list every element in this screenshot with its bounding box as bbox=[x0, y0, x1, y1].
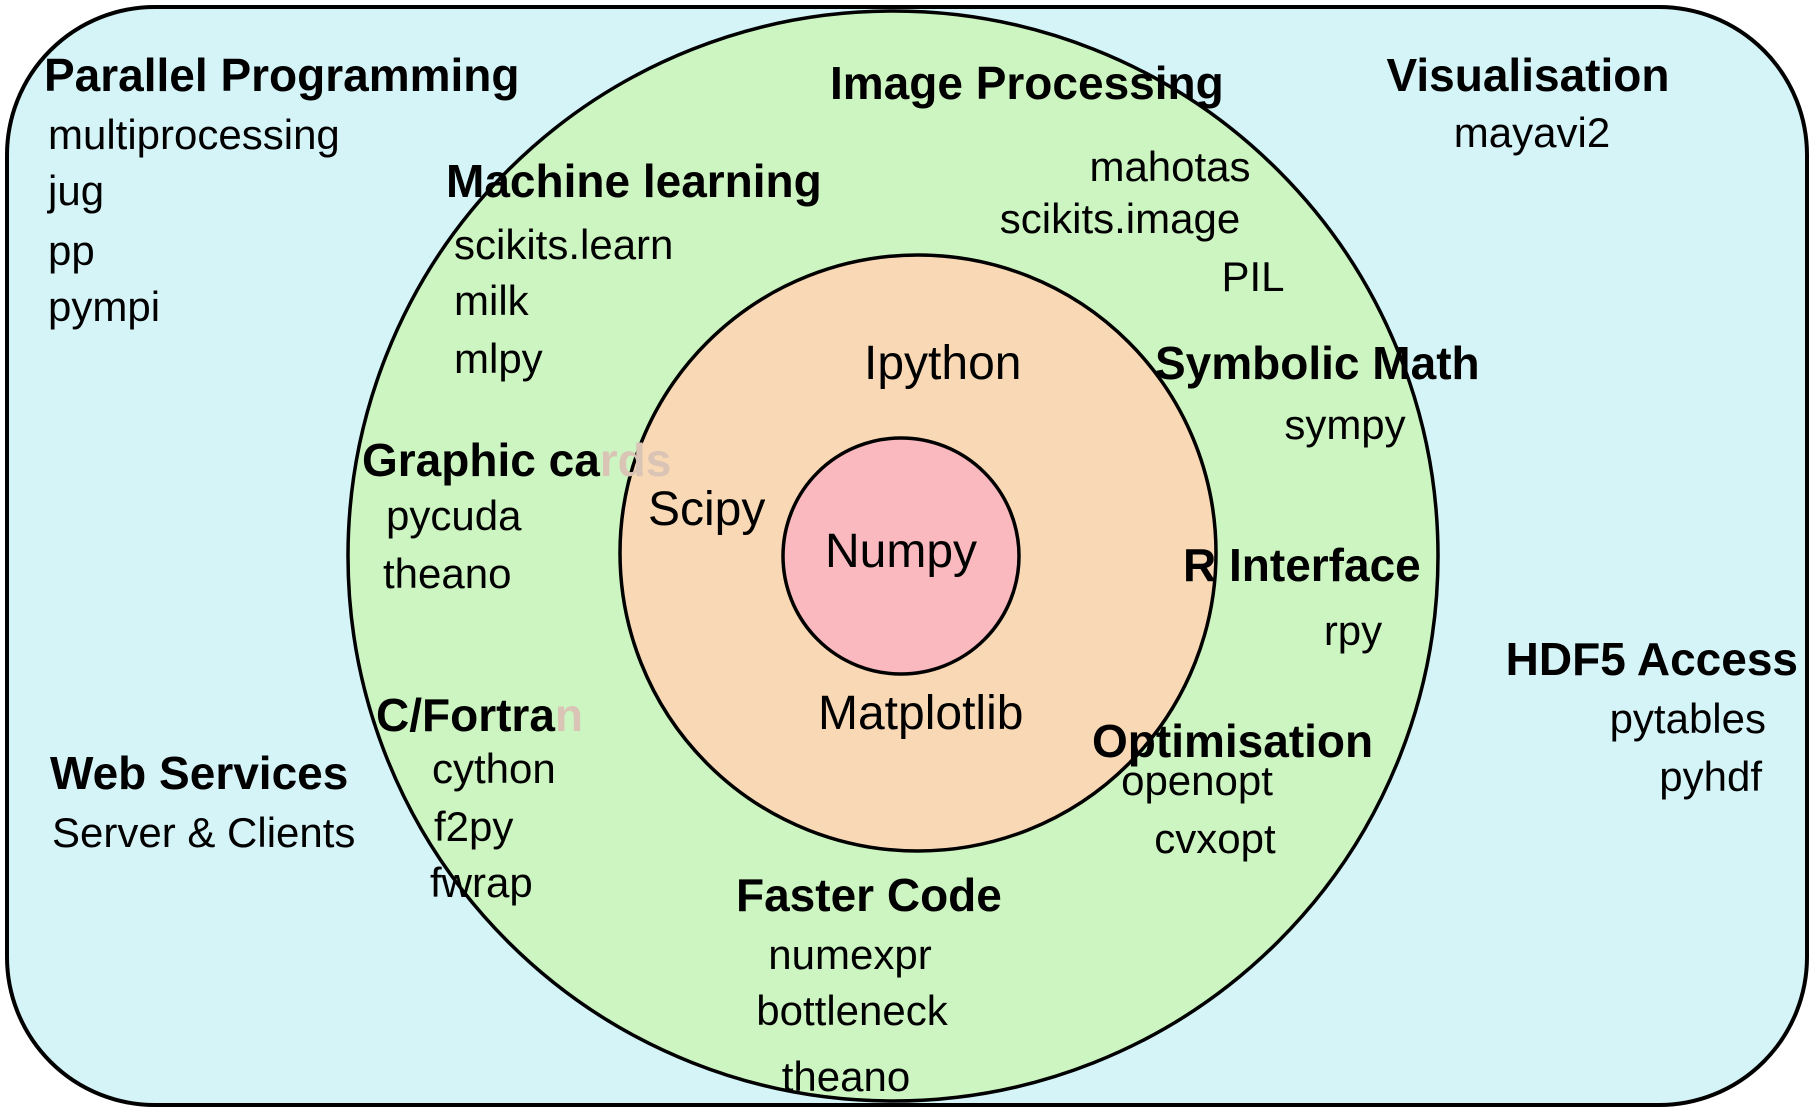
machine-learning-title: Machine learning bbox=[446, 155, 822, 207]
parallel-programming-item: pympi bbox=[48, 283, 161, 330]
machine-learning-item: mlpy bbox=[454, 335, 543, 382]
image-processing-item: PIL bbox=[1221, 253, 1285, 300]
visualisation-title: Visualisation bbox=[1386, 49, 1670, 101]
graphic-cards-title-main: Graphic ca bbox=[362, 434, 600, 486]
graphic-cards-item: pycuda bbox=[386, 492, 522, 539]
image-processing-item: scikits.image bbox=[999, 195, 1241, 242]
core-circle bbox=[781, 436, 1021, 676]
visualisation-item: mayavi2 bbox=[1453, 109, 1611, 156]
hdf5-access-item: pyhdf bbox=[1659, 753, 1762, 800]
image-processing-title: Image Processing bbox=[830, 57, 1224, 109]
web-services-title: Web Services bbox=[50, 747, 349, 799]
machine-learning-item: scikits.learn bbox=[454, 221, 674, 268]
parallel-programming-item: multiprocessing bbox=[48, 111, 340, 158]
r-interface-title: R Interface bbox=[1183, 539, 1421, 591]
hdf5-access-item: pytables bbox=[1609, 695, 1766, 742]
symbolic-math-title: Symbolic Math bbox=[1155, 337, 1480, 389]
graphic-cards-title: Graphic cards bbox=[362, 437, 671, 483]
web-services-item: Server & Clients bbox=[52, 809, 356, 856]
image-processing-item: mahotas bbox=[1089, 143, 1251, 190]
graphic-cards-item: theano bbox=[383, 550, 512, 597]
faster-code-item: bottleneck bbox=[756, 987, 948, 1034]
hdf5-access-title: HDF5 Access bbox=[1505, 633, 1798, 685]
matplotlib-label: Matplotlib bbox=[818, 687, 1024, 740]
faster-code-item: theano bbox=[781, 1053, 911, 1100]
parallel-programming-title: Parallel Programming bbox=[44, 49, 520, 101]
scipy-label: Scipy bbox=[648, 483, 766, 536]
r-interface-item: rpy bbox=[1323, 607, 1383, 654]
faster-code-title: Faster Code bbox=[736, 869, 1002, 921]
faster-code-item: numexpr bbox=[768, 931, 932, 978]
optimisation-item: openopt bbox=[1121, 757, 1273, 804]
optimisation-title: Optimisation bbox=[1092, 715, 1374, 767]
optimisation-item: cvxopt bbox=[1154, 815, 1276, 862]
c-fortran-title-overlap: n bbox=[554, 689, 584, 741]
machine-learning-item: milk bbox=[454, 277, 529, 324]
c-fortran-title-main: C/Fortra bbox=[376, 689, 555, 741]
c-fortran-title: C/Fortran bbox=[376, 692, 583, 738]
graphic-cards-title-overlap: rds bbox=[599, 434, 672, 486]
numpy-label: Numpy bbox=[824, 525, 978, 578]
c-fortran-item: f2py bbox=[434, 803, 514, 850]
parallel-programming-item: pp bbox=[48, 227, 95, 274]
c-fortran-item: fwrap bbox=[430, 859, 533, 906]
c-fortran-item: cython bbox=[432, 745, 556, 792]
parallel-programming-item: jug bbox=[48, 167, 105, 214]
symbolic-math-item: sympy bbox=[1284, 401, 1406, 448]
ipython-label: Ipython bbox=[864, 337, 1022, 390]
